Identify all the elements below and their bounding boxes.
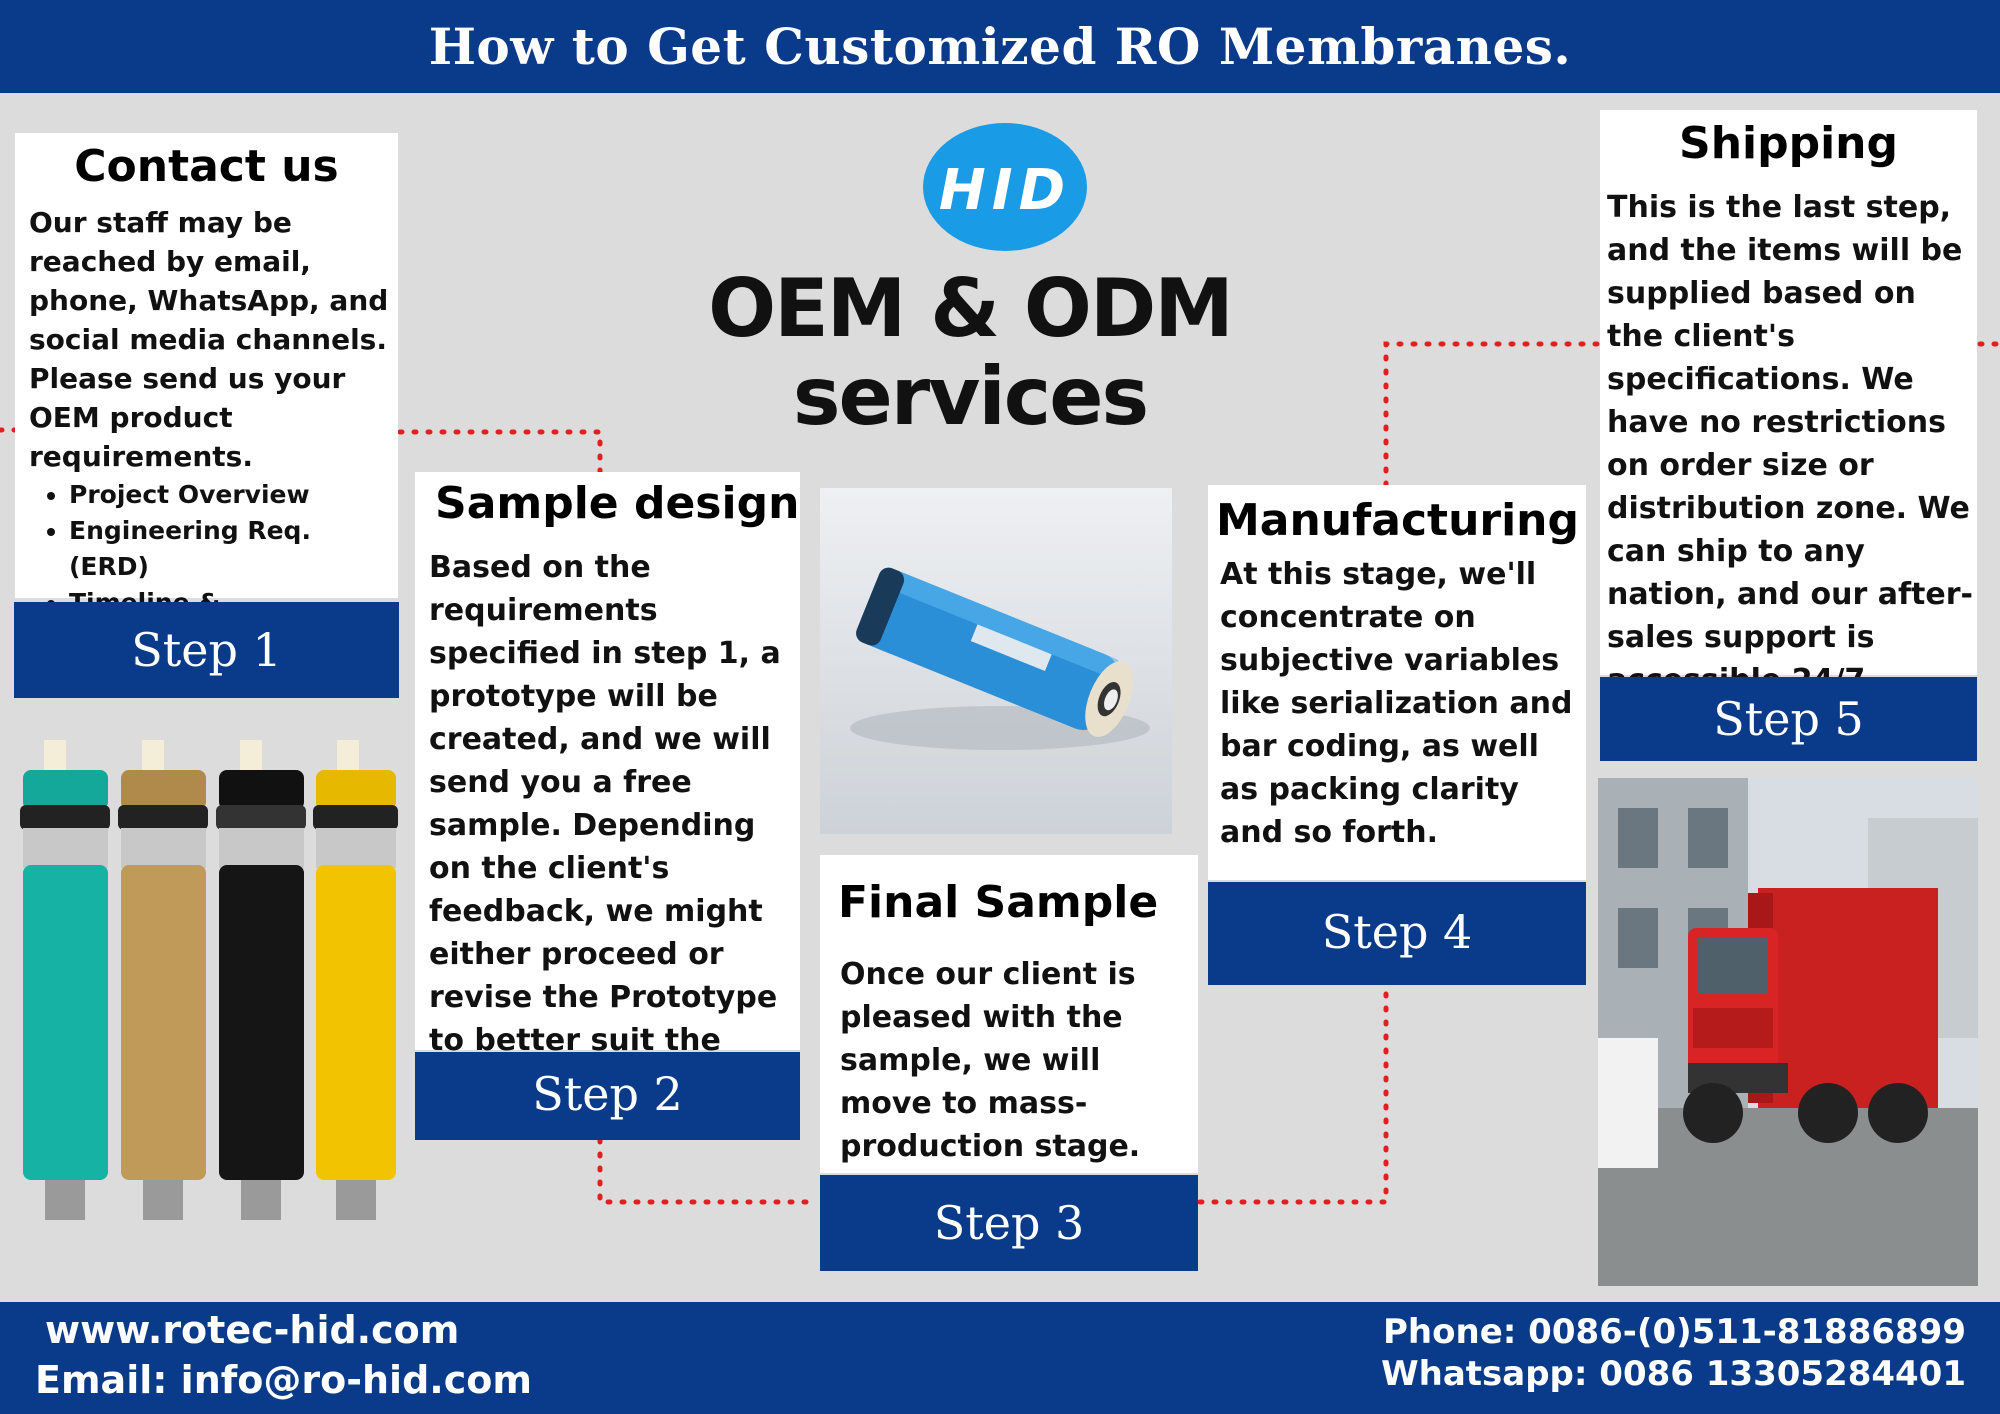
- step-5-body: This is the last step, and the items wil…: [1607, 190, 1973, 698]
- hid-logo: HID: [920, 120, 1090, 255]
- step-1-body: Our staff may be reached by email, phone…: [29, 206, 389, 473]
- step-5-label: Step 5: [1600, 677, 1977, 761]
- truck-photo: [1598, 778, 1978, 1286]
- step-3-card: Final Sample Once our client is pleased …: [820, 855, 1198, 1173]
- step-4-heading: Manufacturing: [1216, 495, 1579, 546]
- step-4-body: At this stage, we'll concentrate on subj…: [1220, 557, 1573, 850]
- step-2-label: Step 2: [415, 1052, 800, 1140]
- step-2-body: Based on the requirements specified in s…: [429, 550, 781, 1101]
- step-3-heading: Final Sample: [838, 877, 1159, 928]
- list-item: Engineering Req. (ERD): [69, 513, 398, 585]
- phone-text: Phone: 0086-(0)511-81886899: [1383, 1312, 1966, 1352]
- whatsapp-text: Whatsapp: 0086 13305284401: [1381, 1354, 1966, 1394]
- membrane-photo: [820, 488, 1172, 834]
- website-link[interactable]: www.rotec-hid.com: [45, 1308, 460, 1352]
- step-3-body: Once our client is pleased with the samp…: [840, 957, 1141, 1164]
- step-2-card: Sample design Based on the requirements …: [415, 472, 800, 1101]
- step-5-card: Shipping This is the last step, and the …: [1600, 110, 1977, 698]
- step-4-card: Manufacturing At this stage, we'll conce…: [1208, 485, 1586, 880]
- page-title: How to Get Customized RO Membranes.: [428, 17, 1572, 76]
- step-1-card: Contact us Our staff may be reached by e…: [15, 133, 398, 653]
- step-5-heading: Shipping: [1679, 118, 1898, 169]
- services-title-line1: OEM & ODM: [708, 262, 1234, 355]
- email-link[interactable]: Email: info@ro-hid.com: [35, 1358, 532, 1402]
- services-title-line2: services: [792, 350, 1149, 443]
- list-item: Project Overview: [69, 477, 398, 513]
- step-4-label: Step 4: [1208, 882, 1586, 985]
- colored-membranes-photo: [15, 740, 400, 1230]
- step-2-heading: Sample design: [435, 478, 800, 529]
- step-1-heading: Contact us: [74, 141, 339, 192]
- step-1-label: Step 1: [14, 602, 399, 698]
- step-3-label: Step 3: [820, 1175, 1198, 1271]
- header-bar: [0, 0, 2000, 93]
- logo-text: HID: [938, 158, 1072, 223]
- footer-bar: [0, 1302, 2000, 1414]
